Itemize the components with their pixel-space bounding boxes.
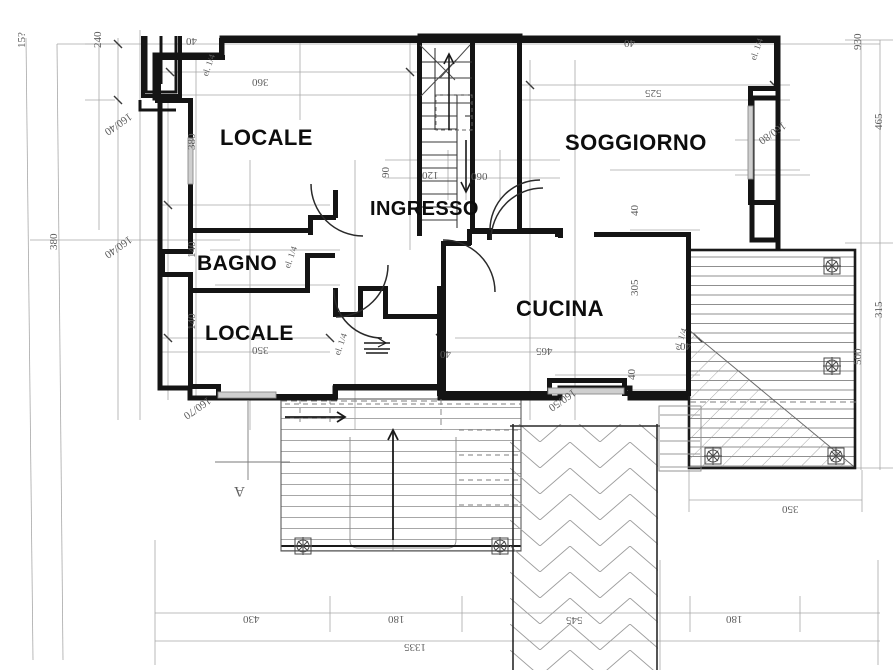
terrace-right xyxy=(687,248,857,470)
dim-bottom-5: 350 xyxy=(782,503,799,515)
dashed-guides xyxy=(281,399,860,430)
wall-runs xyxy=(155,38,779,399)
dim-int-10: 90 xyxy=(380,167,392,178)
dim-int-9: 060 xyxy=(471,170,488,182)
room-label-soggiorno: SOGGIORNO xyxy=(565,130,707,155)
dim-int-1: 380 xyxy=(186,133,198,151)
column-marker xyxy=(704,257,845,465)
window-soggiorno-right xyxy=(747,105,754,180)
dim-right-1: 465 xyxy=(873,113,885,131)
dim-bottom-0: 430 xyxy=(243,613,260,625)
dim-int-16: 40 xyxy=(629,205,641,216)
dim-int-5: 350 xyxy=(252,344,269,356)
door-bagno xyxy=(335,264,389,318)
dim-int-11: 40 xyxy=(186,35,197,47)
dim-int-0: 360 xyxy=(252,76,269,88)
dim-int-2: 525 xyxy=(645,87,662,99)
dim-left-0: 15? xyxy=(16,32,28,48)
room-label-locale-top: LOCALE xyxy=(220,125,313,150)
dim-right-3: 500 xyxy=(852,348,864,366)
section-marker-label: A xyxy=(234,483,245,499)
driveway-chevron xyxy=(510,424,660,670)
dim-bottom-4: 1335 xyxy=(404,641,426,653)
door-locale-top xyxy=(310,183,364,237)
fixture-symbol xyxy=(364,337,390,354)
dimension-lines xyxy=(25,30,893,670)
door-locale-bottom xyxy=(333,289,383,339)
dim-int-13: 40 xyxy=(440,348,451,360)
window-locale-bottom xyxy=(217,391,277,399)
window-openings xyxy=(187,105,754,399)
chimney-flue xyxy=(138,36,178,112)
terrace-bottom-right-strip xyxy=(658,405,702,472)
door-soggiorno xyxy=(489,179,541,231)
window-left-upper xyxy=(187,137,194,185)
direction-arrow xyxy=(285,411,399,540)
room-label-cucina: CUCINA xyxy=(516,296,604,321)
dim-int-7: 140 xyxy=(186,313,198,331)
door-swings xyxy=(310,179,544,339)
section-marker-A xyxy=(215,400,290,480)
dim-int-4: 305 xyxy=(629,279,641,297)
dim-int-15: 40 xyxy=(626,369,638,380)
dim-right-2: 315 xyxy=(873,301,885,319)
terrace-bottom-left xyxy=(280,398,522,555)
column-marker xyxy=(294,537,509,555)
stair-direction-arrow xyxy=(443,52,472,194)
door-cucina xyxy=(442,239,496,293)
room-label-ingresso: INGRESSO xyxy=(370,198,479,220)
dim-bottom-1: 180 xyxy=(388,613,405,625)
dim-bottom-3: 180 xyxy=(726,613,743,625)
dim-int-3: 465 xyxy=(536,345,553,357)
dim-left-1: 380 xyxy=(48,233,60,251)
window-cucina xyxy=(547,387,625,395)
dim-int-6: 140 xyxy=(186,241,198,259)
dim-int-8: 120 xyxy=(422,169,439,181)
staircase xyxy=(419,44,473,228)
door-ingresso-cucina xyxy=(490,187,544,241)
dim-left-2: 240 xyxy=(92,31,104,49)
room-label-bagno: BAGNO xyxy=(197,252,278,275)
room-label-locale-bottom: LOCALE xyxy=(205,322,294,345)
dim-right-0: 930 xyxy=(852,33,864,51)
dim-int-12: 40 xyxy=(624,37,635,49)
